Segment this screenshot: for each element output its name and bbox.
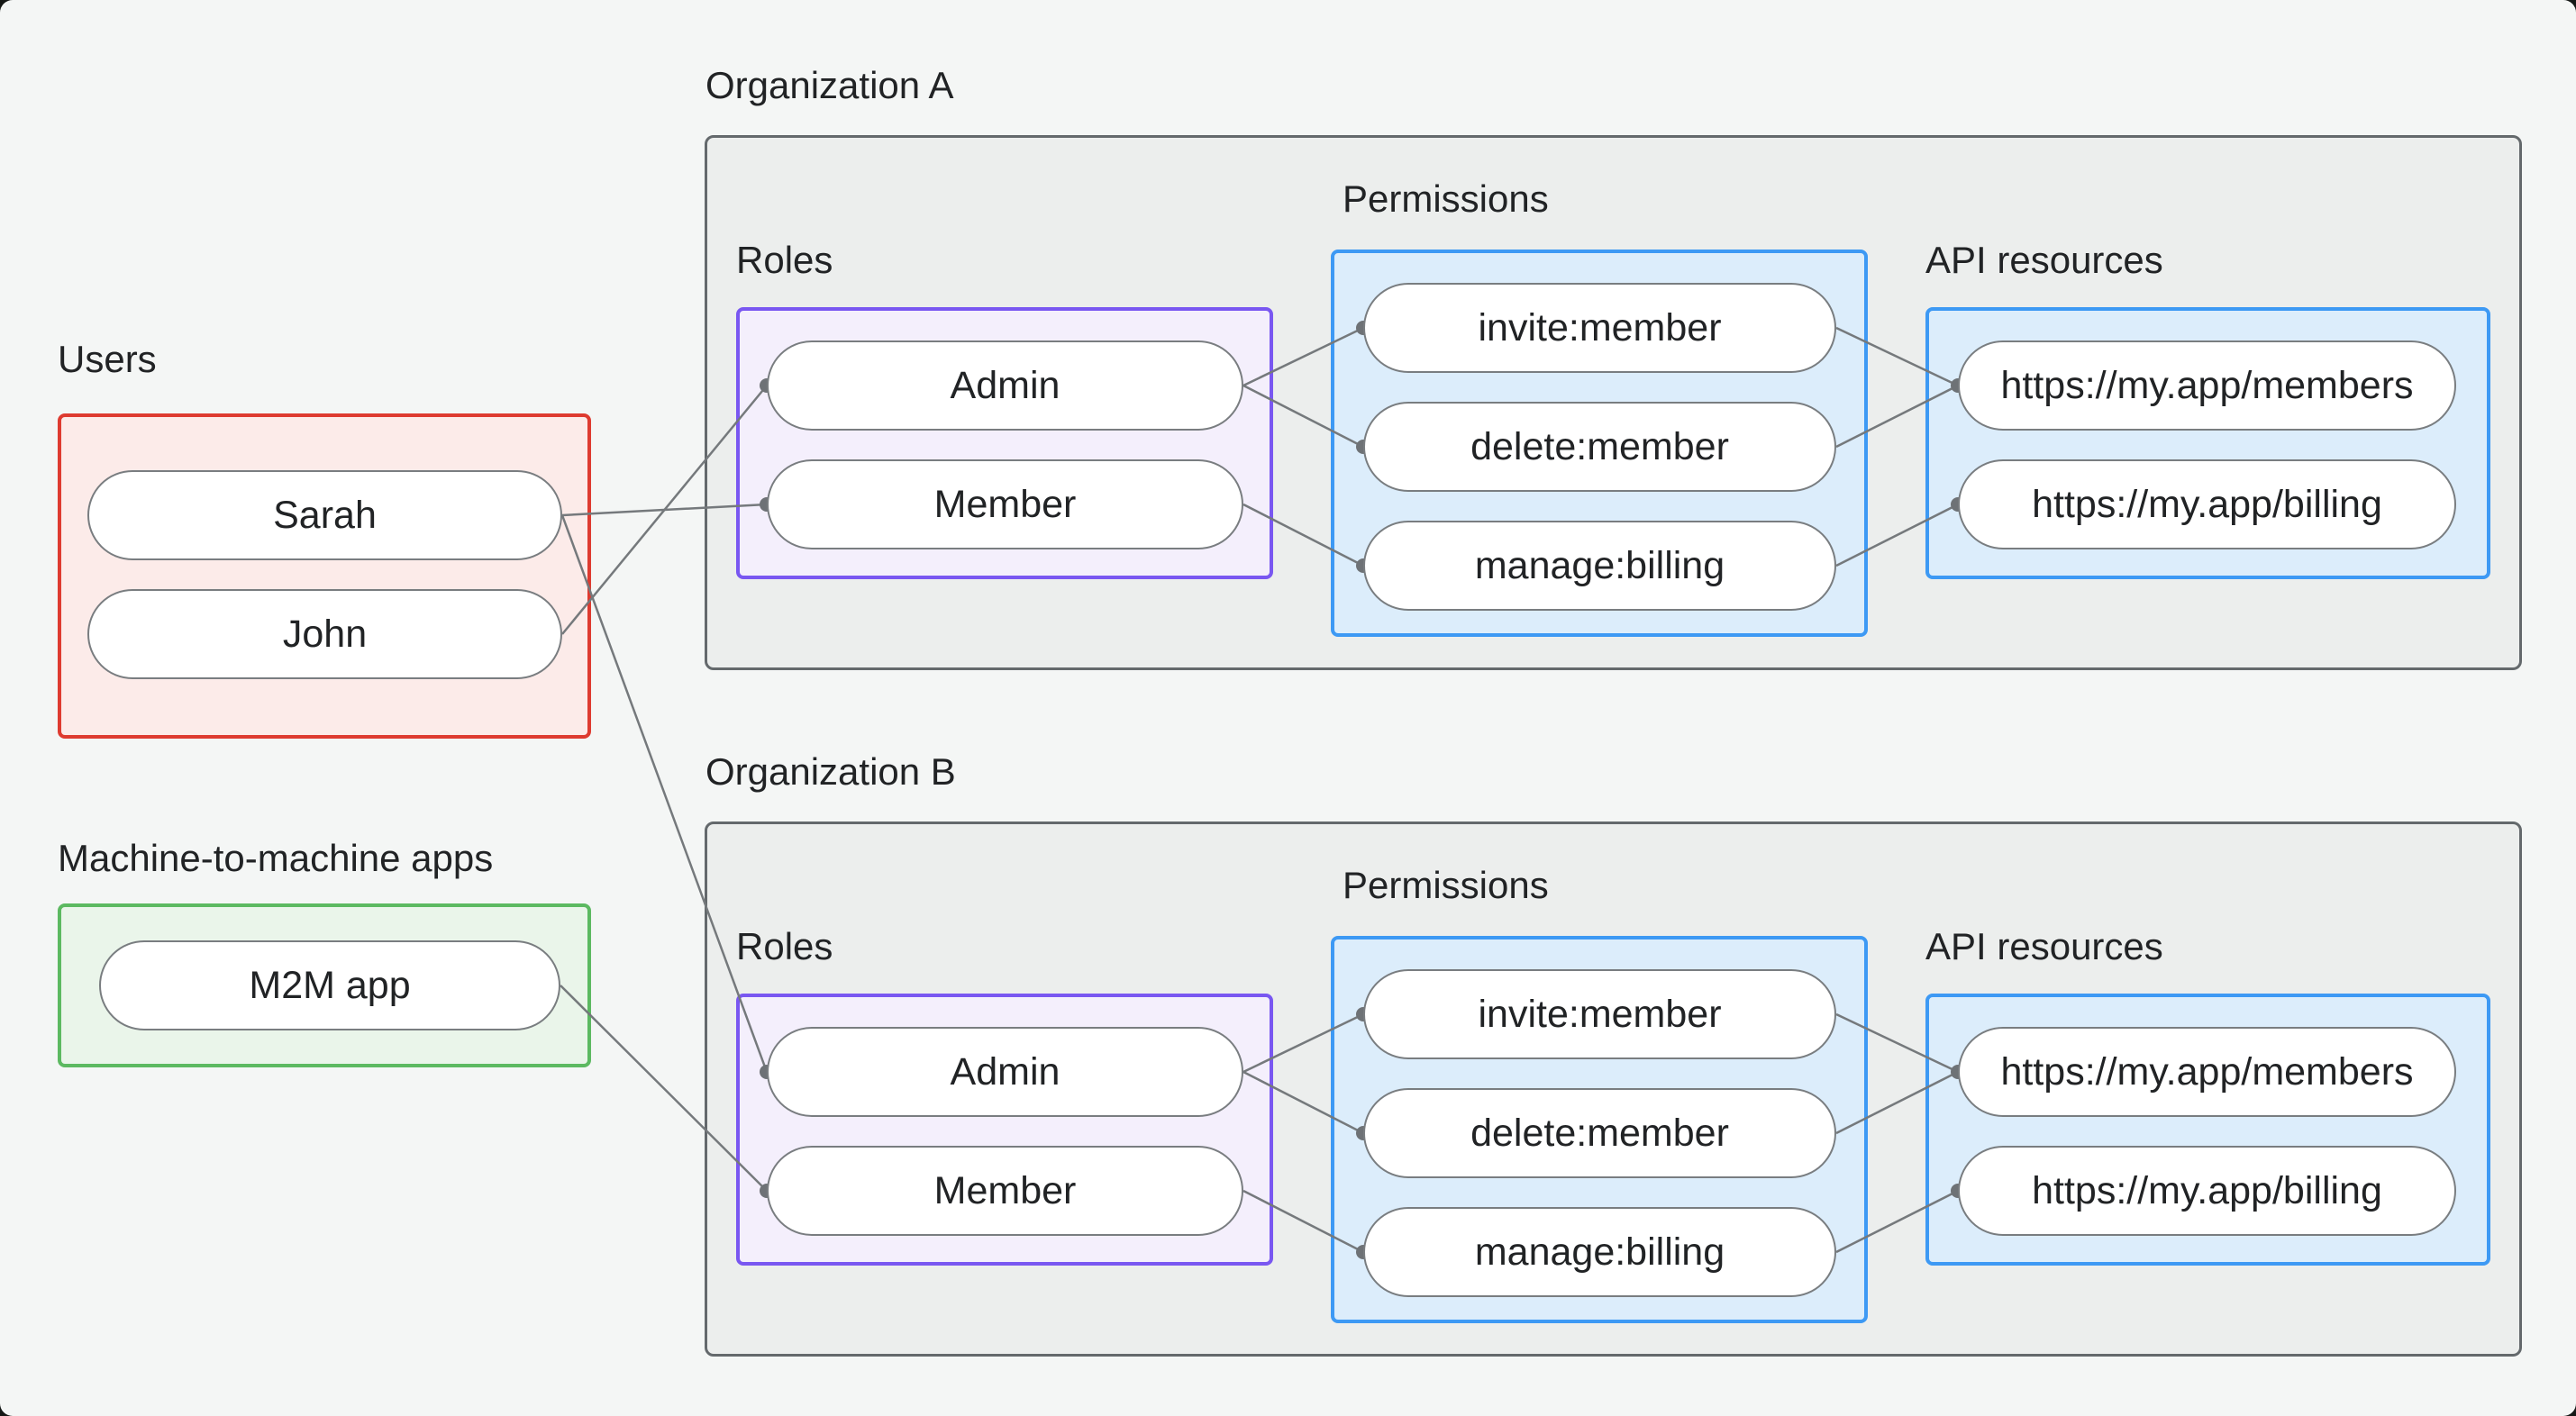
role-pill-admin-b: Admin	[767, 1027, 1243, 1117]
api-pill-members-b: https://my.app/members	[1958, 1027, 2456, 1117]
api-resources-a-label: API resources	[1925, 239, 2163, 281]
permission-pill-invite-b: invite:member	[1363, 969, 1836, 1059]
user-pill-sarah: Sarah	[87, 470, 562, 560]
permission-pill-delete-a: delete:member	[1363, 402, 1836, 492]
permissions-a-label: Permissions	[1343, 177, 1549, 220]
role-pill-member-b: Member	[767, 1146, 1243, 1236]
organization-a-title: Organization A	[705, 64, 954, 106]
roles-a-label: Roles	[736, 239, 833, 281]
user-pill-john: John	[87, 589, 562, 679]
role-pill-member-a: Member	[767, 459, 1243, 549]
api-pill-billing-b: https://my.app/billing	[1958, 1146, 2456, 1236]
role-pill-admin-a: Admin	[767, 340, 1243, 431]
permission-pill-manage-b: manage:billing	[1363, 1207, 1836, 1297]
permission-pill-manage-a: manage:billing	[1363, 521, 1836, 611]
organization-b-title: Organization B	[705, 750, 956, 793]
users-group-box	[58, 413, 591, 739]
m2m-app-pill: M2M app	[99, 940, 560, 1030]
api-pill-members-a: https://my.app/members	[1958, 340, 2456, 431]
permissions-b-label: Permissions	[1343, 864, 1549, 906]
permission-pill-invite-a: invite:member	[1363, 283, 1836, 373]
permission-pill-delete-b: delete:member	[1363, 1088, 1836, 1178]
api-resources-b-label: API resources	[1925, 925, 2163, 967]
roles-b-label: Roles	[736, 925, 833, 967]
api-pill-billing-a: https://my.app/billing	[1958, 459, 2456, 549]
m2m-group-label: Machine-to-machine apps	[58, 837, 494, 879]
users-group-label: Users	[58, 338, 157, 380]
